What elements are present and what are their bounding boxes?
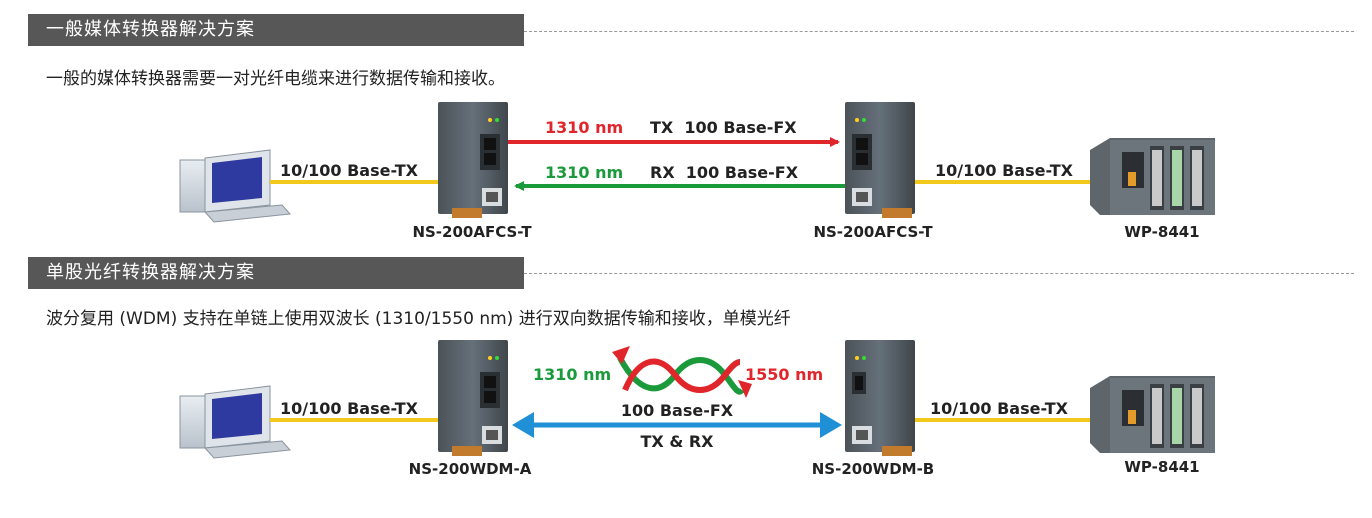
link-label-left-2: 10/100 Base-TX [280, 399, 419, 418]
section1-divider [524, 31, 1354, 32]
link-label-left-1: 10/100 Base-TX [280, 161, 419, 180]
wdm-converter-left [438, 340, 508, 456]
computer-icon-2 [179, 385, 292, 459]
wavelength-waves-icon [612, 346, 752, 398]
wdm-converter-right [845, 340, 915, 456]
fiber-label: 100 Base-FX [621, 401, 734, 420]
section1-description: 一般的媒体转换器需要一对光纤电缆来进行数据传输和接收。 [46, 69, 505, 89]
device-label-left-2: NS-200WDM-A [409, 460, 532, 478]
section1-title: 一般媒体转换器解决方案 [28, 14, 524, 46]
link-label-right-2: 10/100 Base-TX [930, 399, 1069, 418]
link-label-right-1: 10/100 Base-TX [935, 161, 1074, 180]
media-converter-right-1 [845, 102, 915, 218]
wavelength-b-label: 1550 nm [745, 365, 823, 384]
section2-title: 单股光纤转换器解决方案 [28, 257, 524, 289]
controller-label-1: WP-8441 [1124, 223, 1199, 241]
tx-wavelength-label: 1310 nm [545, 118, 623, 137]
wdm-fiber-arrow [512, 412, 842, 438]
device-label-right-1: NS-200AFCS-T [813, 223, 933, 241]
computer-icon-1 [179, 149, 292, 223]
tx-label: TX 100 Base-FX [650, 118, 797, 137]
fiber-mode-label: TX & RX [641, 432, 715, 451]
controller-icon-2 [1090, 376, 1215, 453]
device-label-left-1: NS-200AFCS-T [412, 223, 532, 241]
device-label-right-2: NS-200WDM-B [812, 460, 934, 478]
section2-description: 波分复用 (WDM) 支持在单链上使用双波长 (1310/1550 nm) 进行… [46, 309, 791, 329]
rx-label: RX 100 Base-FX [650, 163, 799, 182]
wavelength-a-label: 1310 nm [533, 365, 611, 384]
rx-wavelength-label: 1310 nm [545, 163, 623, 182]
controller-label-2: WP-8441 [1124, 458, 1199, 476]
media-converter-left-1 [438, 102, 508, 218]
section2-divider [524, 273, 1354, 274]
controller-icon-1 [1090, 138, 1215, 215]
